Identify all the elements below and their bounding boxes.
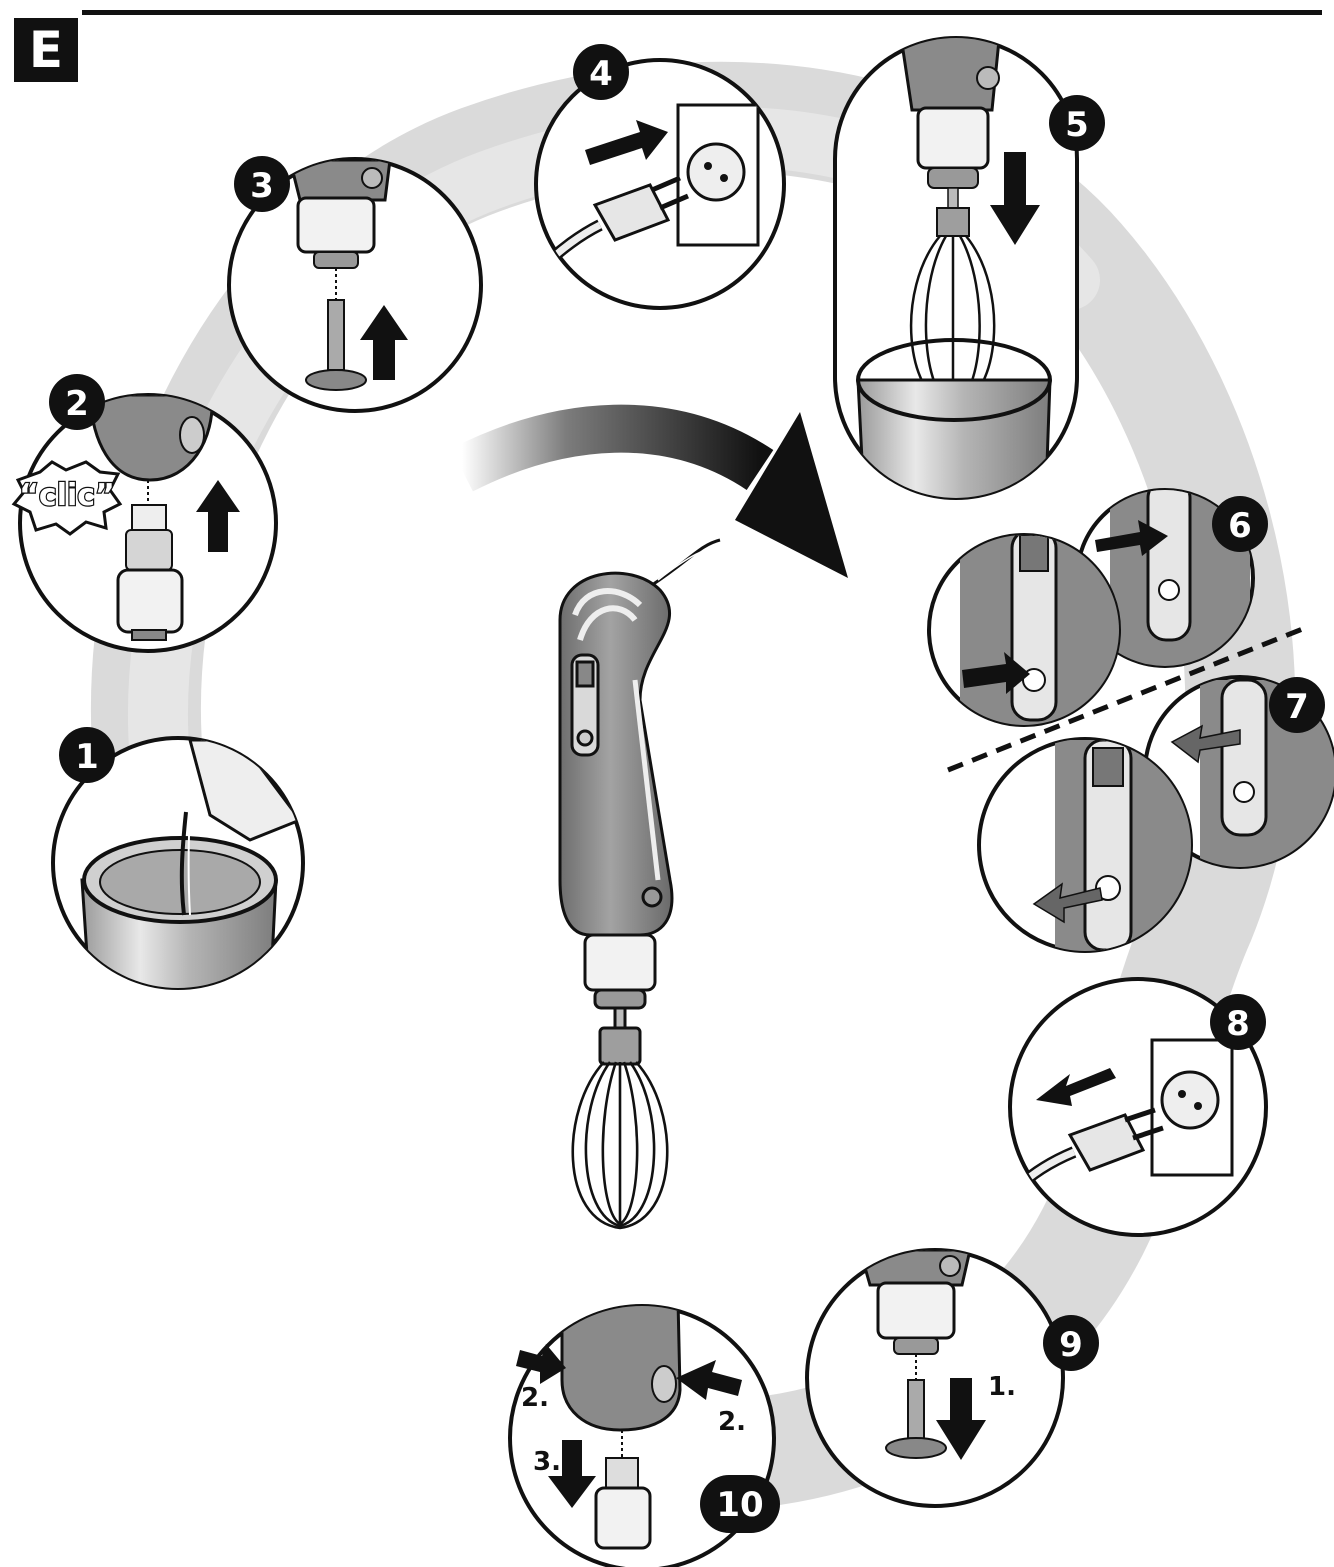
arrow-down-icon: [548, 1440, 596, 1508]
step-number: 2: [65, 384, 89, 424]
beaker-icon: [80, 836, 278, 988]
arrow-left-icon: [1170, 724, 1241, 764]
step-3: 3: [227, 156, 483, 413]
sub-step-label: 3.: [533, 1447, 561, 1477]
step-4: 4: [534, 44, 786, 310]
step-number: 6: [1228, 506, 1252, 546]
arrow-right-icon: [516, 1344, 566, 1384]
step-number: 1: [75, 737, 99, 777]
arrow-up-icon: [196, 480, 240, 552]
switch-icon: [1095, 875, 1121, 901]
socket-icon: [676, 103, 760, 247]
arrow-right-icon: [1095, 520, 1168, 556]
arrow-down-icon: [936, 1378, 986, 1460]
sub-step-label: 2.: [521, 1383, 549, 1413]
step-number: 8: [1226, 1004, 1250, 1044]
arrow-left-icon: [676, 1360, 742, 1400]
step-9: 1. 9: [805, 1248, 1099, 1508]
arrow-right-icon: [962, 652, 1030, 694]
step-number: 3: [250, 166, 274, 206]
clic-label: “clic”: [19, 478, 115, 513]
step-number: 10: [716, 1485, 763, 1525]
switch-icon: [1233, 781, 1255, 803]
step-1: 1: [51, 727, 305, 990]
divider-line: [947, 625, 1306, 773]
step-number: 9: [1059, 1325, 1083, 1365]
plug-icon: [540, 175, 689, 270]
hand-blender-icon: [558, 538, 723, 1230]
step-number: 7: [1285, 687, 1309, 727]
step-number: 4: [589, 54, 613, 94]
step-5: 5: [833, 36, 1105, 500]
arrow-left-icon: [1036, 1068, 1116, 1106]
curved-arrow-icon: [451, 404, 848, 578]
switch-icon: [1158, 579, 1180, 601]
clic-callout: “clic”: [11, 460, 123, 536]
arrow-right-icon: [585, 120, 668, 165]
sub-step-label: 2.: [718, 1407, 746, 1437]
step-8: 8: [1008, 977, 1268, 1237]
section-badge: E: [14, 18, 78, 82]
step-10: 2. 2. 3. 10: [508, 1304, 780, 1567]
sub-step-label: 1.: [988, 1372, 1016, 1402]
socket-icon: [1150, 1038, 1234, 1177]
step-2: “clic” 2: [11, 374, 278, 653]
top-rule: [82, 10, 1322, 15]
arrow-left-icon: [1032, 882, 1103, 924]
step-number: 5: [1065, 105, 1089, 145]
arrow-up-icon: [360, 305, 408, 380]
step-7: 7: [977, 675, 1334, 953]
arrow-down-icon: [990, 152, 1040, 245]
whisk-icon: [571, 1061, 669, 1230]
step-6: 6: [927, 488, 1268, 727]
